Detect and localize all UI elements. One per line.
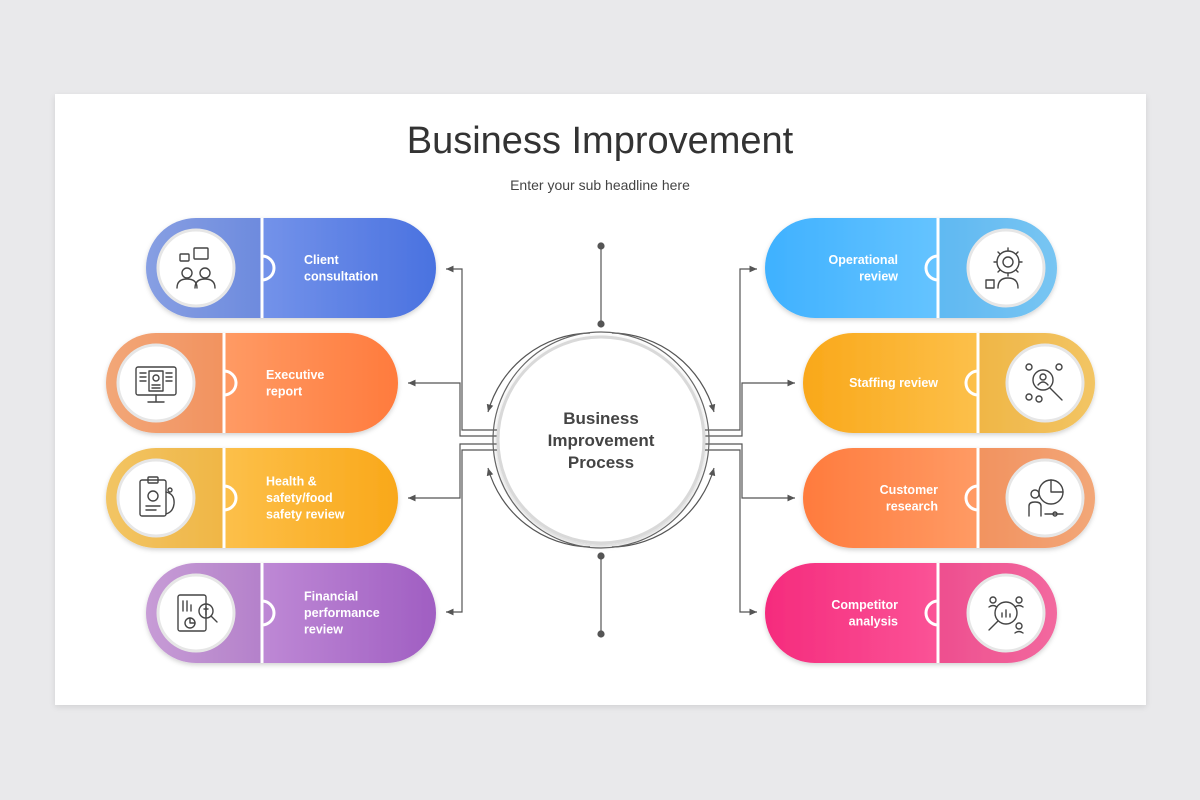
step-label: Client consultation xyxy=(304,253,378,284)
step-competitor-analysis[interactable]: Competitor analysis xyxy=(765,563,1057,663)
step-label: Staffing review xyxy=(849,376,938,390)
page-subtitle: Enter your sub headline here xyxy=(510,177,690,193)
step-label-line: performance xyxy=(304,606,380,620)
puzzle-knob xyxy=(964,369,979,397)
step-label-line: safety review xyxy=(266,508,345,522)
connector-dot xyxy=(597,320,605,328)
step-label-line: Client xyxy=(304,253,340,267)
connector-dot xyxy=(597,630,605,638)
step-label-line: Competitor xyxy=(831,598,898,612)
step-label-line: review xyxy=(859,269,898,283)
connector-line xyxy=(408,379,497,437)
step-label-line: Customer xyxy=(880,483,938,497)
step-label: Health & safety/food safety review xyxy=(266,475,345,522)
step-health-safety[interactable]: Health & safety/food safety review xyxy=(106,448,398,548)
clipboard-health-icon xyxy=(139,476,175,517)
puzzle-knob xyxy=(964,484,979,512)
step-label: Competitor analysis xyxy=(831,598,898,629)
connector-line xyxy=(705,265,757,431)
connector-line xyxy=(611,467,716,548)
connector-line xyxy=(446,265,497,431)
outer-ring xyxy=(492,331,710,549)
step-label: Operational review xyxy=(829,253,899,284)
puzzle-knob xyxy=(223,484,238,512)
connector-line xyxy=(705,449,757,616)
center-label-line: Business xyxy=(563,409,639,428)
step-label-line: Staffing review xyxy=(849,376,938,390)
connector-lines xyxy=(408,242,795,638)
step-staffing-review[interactable]: Staffing review xyxy=(803,333,1095,433)
step-label-line: analysis xyxy=(849,614,898,628)
step-financial-performance[interactable]: Financial performance review xyxy=(146,563,436,663)
page-title: Business Improvement xyxy=(406,120,794,162)
step-label-line: Health & xyxy=(266,475,317,489)
connector-line xyxy=(486,467,591,548)
step-label-line: research xyxy=(886,499,938,513)
icon-circle xyxy=(116,458,196,538)
icon-circle xyxy=(116,343,196,423)
step-label-line: report xyxy=(266,384,303,398)
center-label-line: Improvement xyxy=(548,431,655,450)
icon-circle xyxy=(1005,458,1085,538)
icon-circle xyxy=(966,228,1046,308)
puzzle-knob xyxy=(924,599,939,627)
step-label-line: safety/food xyxy=(266,491,333,505)
competitor-analysis-icon xyxy=(988,596,1024,634)
connector-line xyxy=(408,443,497,502)
connector-dot xyxy=(597,242,605,250)
step-label-line: Operational xyxy=(829,253,898,267)
puzzle-knob xyxy=(261,254,276,282)
staff-search-icon xyxy=(1025,363,1063,403)
puzzle-knob xyxy=(223,369,238,397)
icon-circle xyxy=(156,228,236,308)
center-circle xyxy=(496,335,706,545)
meeting-icon xyxy=(176,247,216,289)
puzzle-knob xyxy=(924,254,939,282)
puzzle-knob xyxy=(261,599,276,627)
step-label: Executive report xyxy=(266,368,324,399)
connector-line xyxy=(486,332,591,413)
connector-line xyxy=(611,332,716,413)
step-label: Financial performance review xyxy=(304,590,380,637)
gear-person-icon xyxy=(985,247,1023,289)
icon-circle xyxy=(156,573,236,653)
step-label-line: review xyxy=(304,623,343,637)
customer-research-icon xyxy=(1028,479,1064,517)
center-label-line: Process xyxy=(568,453,634,472)
step-label-line: consultation xyxy=(304,269,378,283)
step-customer-research[interactable]: Customer research xyxy=(803,448,1095,548)
step-operational-review[interactable]: Operational review xyxy=(765,218,1057,318)
step-label-line: Financial xyxy=(304,590,358,604)
connector-line xyxy=(705,379,795,437)
report-monitor-icon xyxy=(135,366,177,403)
step-client-consultation[interactable]: Client consultation xyxy=(146,218,436,318)
connector-dot xyxy=(597,552,605,560)
step-executive-report[interactable]: Executive report xyxy=(106,333,398,433)
connector-line xyxy=(446,449,497,616)
connector-line xyxy=(705,443,795,502)
step-label: Customer research xyxy=(880,483,938,514)
financial-chart-icon xyxy=(177,594,218,632)
step-label-line: Executive xyxy=(266,368,324,382)
